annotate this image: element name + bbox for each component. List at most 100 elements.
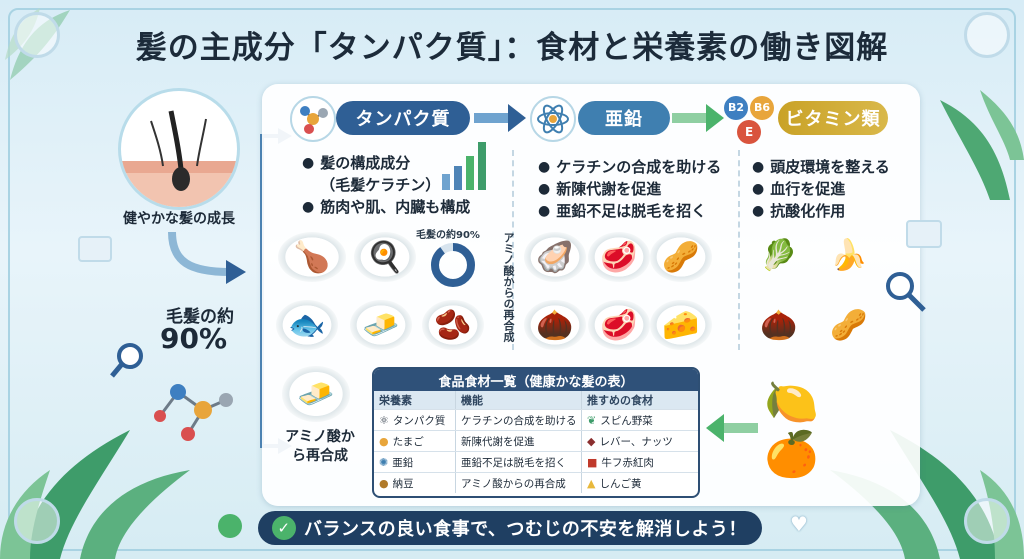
amino-resynthesis-note: アミノ酸からの再合成 <box>502 232 515 342</box>
protein-molecule-icon <box>290 96 336 142</box>
tofu-block-image: 🧈 <box>282 366 350 422</box>
vitamin-bullets: ●頭皮環境を整える ●血行を促進 ●抗酸化作用 <box>752 156 890 222</box>
table-cell: スピん野菜 <box>600 414 653 427</box>
hair-percent-value: 90% <box>160 322 228 355</box>
outer-frame <box>8 8 1016 551</box>
table-cell: たまご <box>392 435 424 448</box>
curved-arrow-left <box>168 232 246 284</box>
donut-chart-label: 毛髪の約90% <box>416 230 480 241</box>
pulse-badge-icon <box>964 12 1010 58</box>
table-cell: 牛フ赤紅肉 <box>601 456 654 469</box>
molecule-icon: ⚛ <box>379 413 389 427</box>
table-row: ●たまご 新陳代謝を促進 ◆レバー、ナッツ <box>374 430 698 451</box>
vitamin-e-label: E <box>745 125 754 139</box>
protein-bullets: ●髪の構成成分 ●（毛髪ケラチン） ●筋肉や肌、内臓も構成 <box>302 152 470 218</box>
salmon-image: 🐟 <box>276 300 338 350</box>
table-cell: 亜鉛不足は脱毛を招く <box>456 452 582 472</box>
egg-image: 🍳 <box>354 232 416 282</box>
table-cell: タンパク質 <box>392 414 446 427</box>
zinc-badge: 亜鉛 <box>578 101 670 135</box>
spinach-image: 🥬 <box>760 237 798 273</box>
header-nutrient: 栄養素 <box>374 391 456 409</box>
cheese-icon: ▲ <box>587 476 596 490</box>
zinc-bullet-1: ●ケラチンの合成を助ける <box>538 158 722 176</box>
oyster-image: 🦪 <box>524 232 586 282</box>
protein-bullet-3: ●筋肉や肌、内臓も構成 <box>302 198 471 216</box>
cheese-image: 🧀 <box>650 300 712 350</box>
people-icon <box>218 514 242 538</box>
divider-1 <box>512 150 514 350</box>
mixed-nuts-image: 🥜 <box>830 307 868 343</box>
donut-chart <box>431 243 475 287</box>
vitamin-bullet-1: ●頭皮環境を整える <box>752 158 890 176</box>
vitamin-icons: B2 B6 E <box>722 92 778 148</box>
amino-acid-caption: アミノ酸から再合成 <box>285 429 355 464</box>
hair-follicle-illustration <box>118 88 240 210</box>
pulse-icon <box>964 498 1010 544</box>
leaf-icon: ❦ <box>587 413 597 427</box>
liver-icon: ◆ <box>587 434 596 448</box>
page-title: 髪の主成分「タンパク質」：食材と栄養素の働き図解 <box>135 30 889 66</box>
natto-icon: ● <box>379 476 389 490</box>
table-cell: レバー、ナッツ <box>599 435 673 448</box>
almonds-image-1: 🥜 <box>650 232 712 282</box>
hair-percent-label: 毛髪の約 <box>166 307 234 327</box>
atom-icon <box>530 96 576 142</box>
table-cell: 納豆 <box>392 477 414 490</box>
arrow-citrus-to-table <box>706 414 758 442</box>
citrus-image: 🍋🍊 <box>764 377 819 480</box>
table-row: ●納豆 アミノ酸からの再合成 ▲しんご黄 <box>374 472 698 493</box>
zinc-bullet-3: ●亜鉛不足は脱毛を招く <box>538 202 707 220</box>
divider-2 <box>738 150 740 350</box>
vitamin-b2-label: B2 <box>728 101 745 114</box>
protein-bullet-2: ●（毛髪ケラチン） <box>320 176 441 194</box>
liver-image: 🥩 <box>588 232 650 282</box>
zinc-bullets: ●ケラチンの合成を助ける ●新陳代謝を促進 ●亜鉛不足は脱毛を招く <box>538 156 721 222</box>
check-icon: ✓ <box>272 516 296 540</box>
meat-icon: ■ <box>587 455 598 469</box>
protein-badge: タンパク質 <box>336 101 470 135</box>
roast-chicken-image: 🍗 <box>278 232 346 282</box>
red-meat-image: 🥩 <box>588 300 650 350</box>
table-row: ✺亜鉛 亜鉛不足は脱毛を招く ■牛フ赤紅肉 <box>374 451 698 472</box>
leaf-badge-icon <box>14 12 60 58</box>
magnifier-icon <box>110 343 143 378</box>
protein-bullet-1: ●髪の構成成分 <box>302 154 411 172</box>
table-title: 食品食材一覧（健康かな髪の表） <box>374 369 698 391</box>
card-decoration-left <box>78 236 112 262</box>
table-cell: 新陳代謝を促進 <box>456 431 582 451</box>
header-food: 推すめの食材 <box>587 394 653 407</box>
arrow-protein-to-zinc <box>474 104 526 132</box>
table-header-row: 栄養素 機能 推すめの食材 <box>374 391 698 409</box>
molecule-icon-left <box>154 384 233 441</box>
heart-icon: ♥ <box>790 512 808 536</box>
zinc-bullet-2: ●新陳代謝を促進 <box>538 180 662 198</box>
table-cell: しんご黄 <box>599 477 642 490</box>
walnuts-image: 🌰 <box>760 307 798 343</box>
vitamin-b6-label: B6 <box>754 101 771 114</box>
atom-icon: ✺ <box>379 455 389 469</box>
tofu-image: 🧈 <box>350 300 412 350</box>
hair-growth-caption: 健やかな髪の成長 <box>123 211 235 227</box>
brain-icon <box>14 498 60 544</box>
footer-text: バランスの良い食事で、つむじの不安を解消しよう！ <box>304 519 747 540</box>
almonds-image-2: 🌰 <box>524 300 586 350</box>
food-table: 食品食材一覧（健康かな髪の表） 栄養素 機能 推すめの食材 ⚛タンパク質 ケラチ… <box>372 367 700 498</box>
table-cell: アミノ酸からの再合成 <box>456 473 582 493</box>
vitamin-bullet-2: ●血行を促進 <box>752 180 846 198</box>
vitamin-bullet-3: ●抗酸化作用 <box>752 202 846 220</box>
table-cell: ケラチンの合成を助ける <box>456 410 582 430</box>
egg-icon: ● <box>379 434 389 448</box>
vitamin-badge: ビタミン類 <box>778 101 888 135</box>
magnifier-icon-right <box>886 272 926 312</box>
banana-image: 🍌 <box>830 237 868 273</box>
table-row: ⚛タンパク質 ケラチンの合成を助ける ❦スピん野菜 <box>374 409 698 430</box>
table-cell: 亜鉛 <box>392 456 414 469</box>
leaf-decoration-right <box>940 90 1024 200</box>
card-decoration-right <box>906 220 942 248</box>
arrow-zinc-to-vitamin <box>672 104 724 132</box>
footer-banner: ✓ バランスの良い食事で、つむじの不安を解消しよう！ <box>258 511 762 545</box>
header-function: 機能 <box>456 391 582 409</box>
bar-chart-icon <box>442 142 486 190</box>
natto-image: 🫘 <box>422 300 484 350</box>
